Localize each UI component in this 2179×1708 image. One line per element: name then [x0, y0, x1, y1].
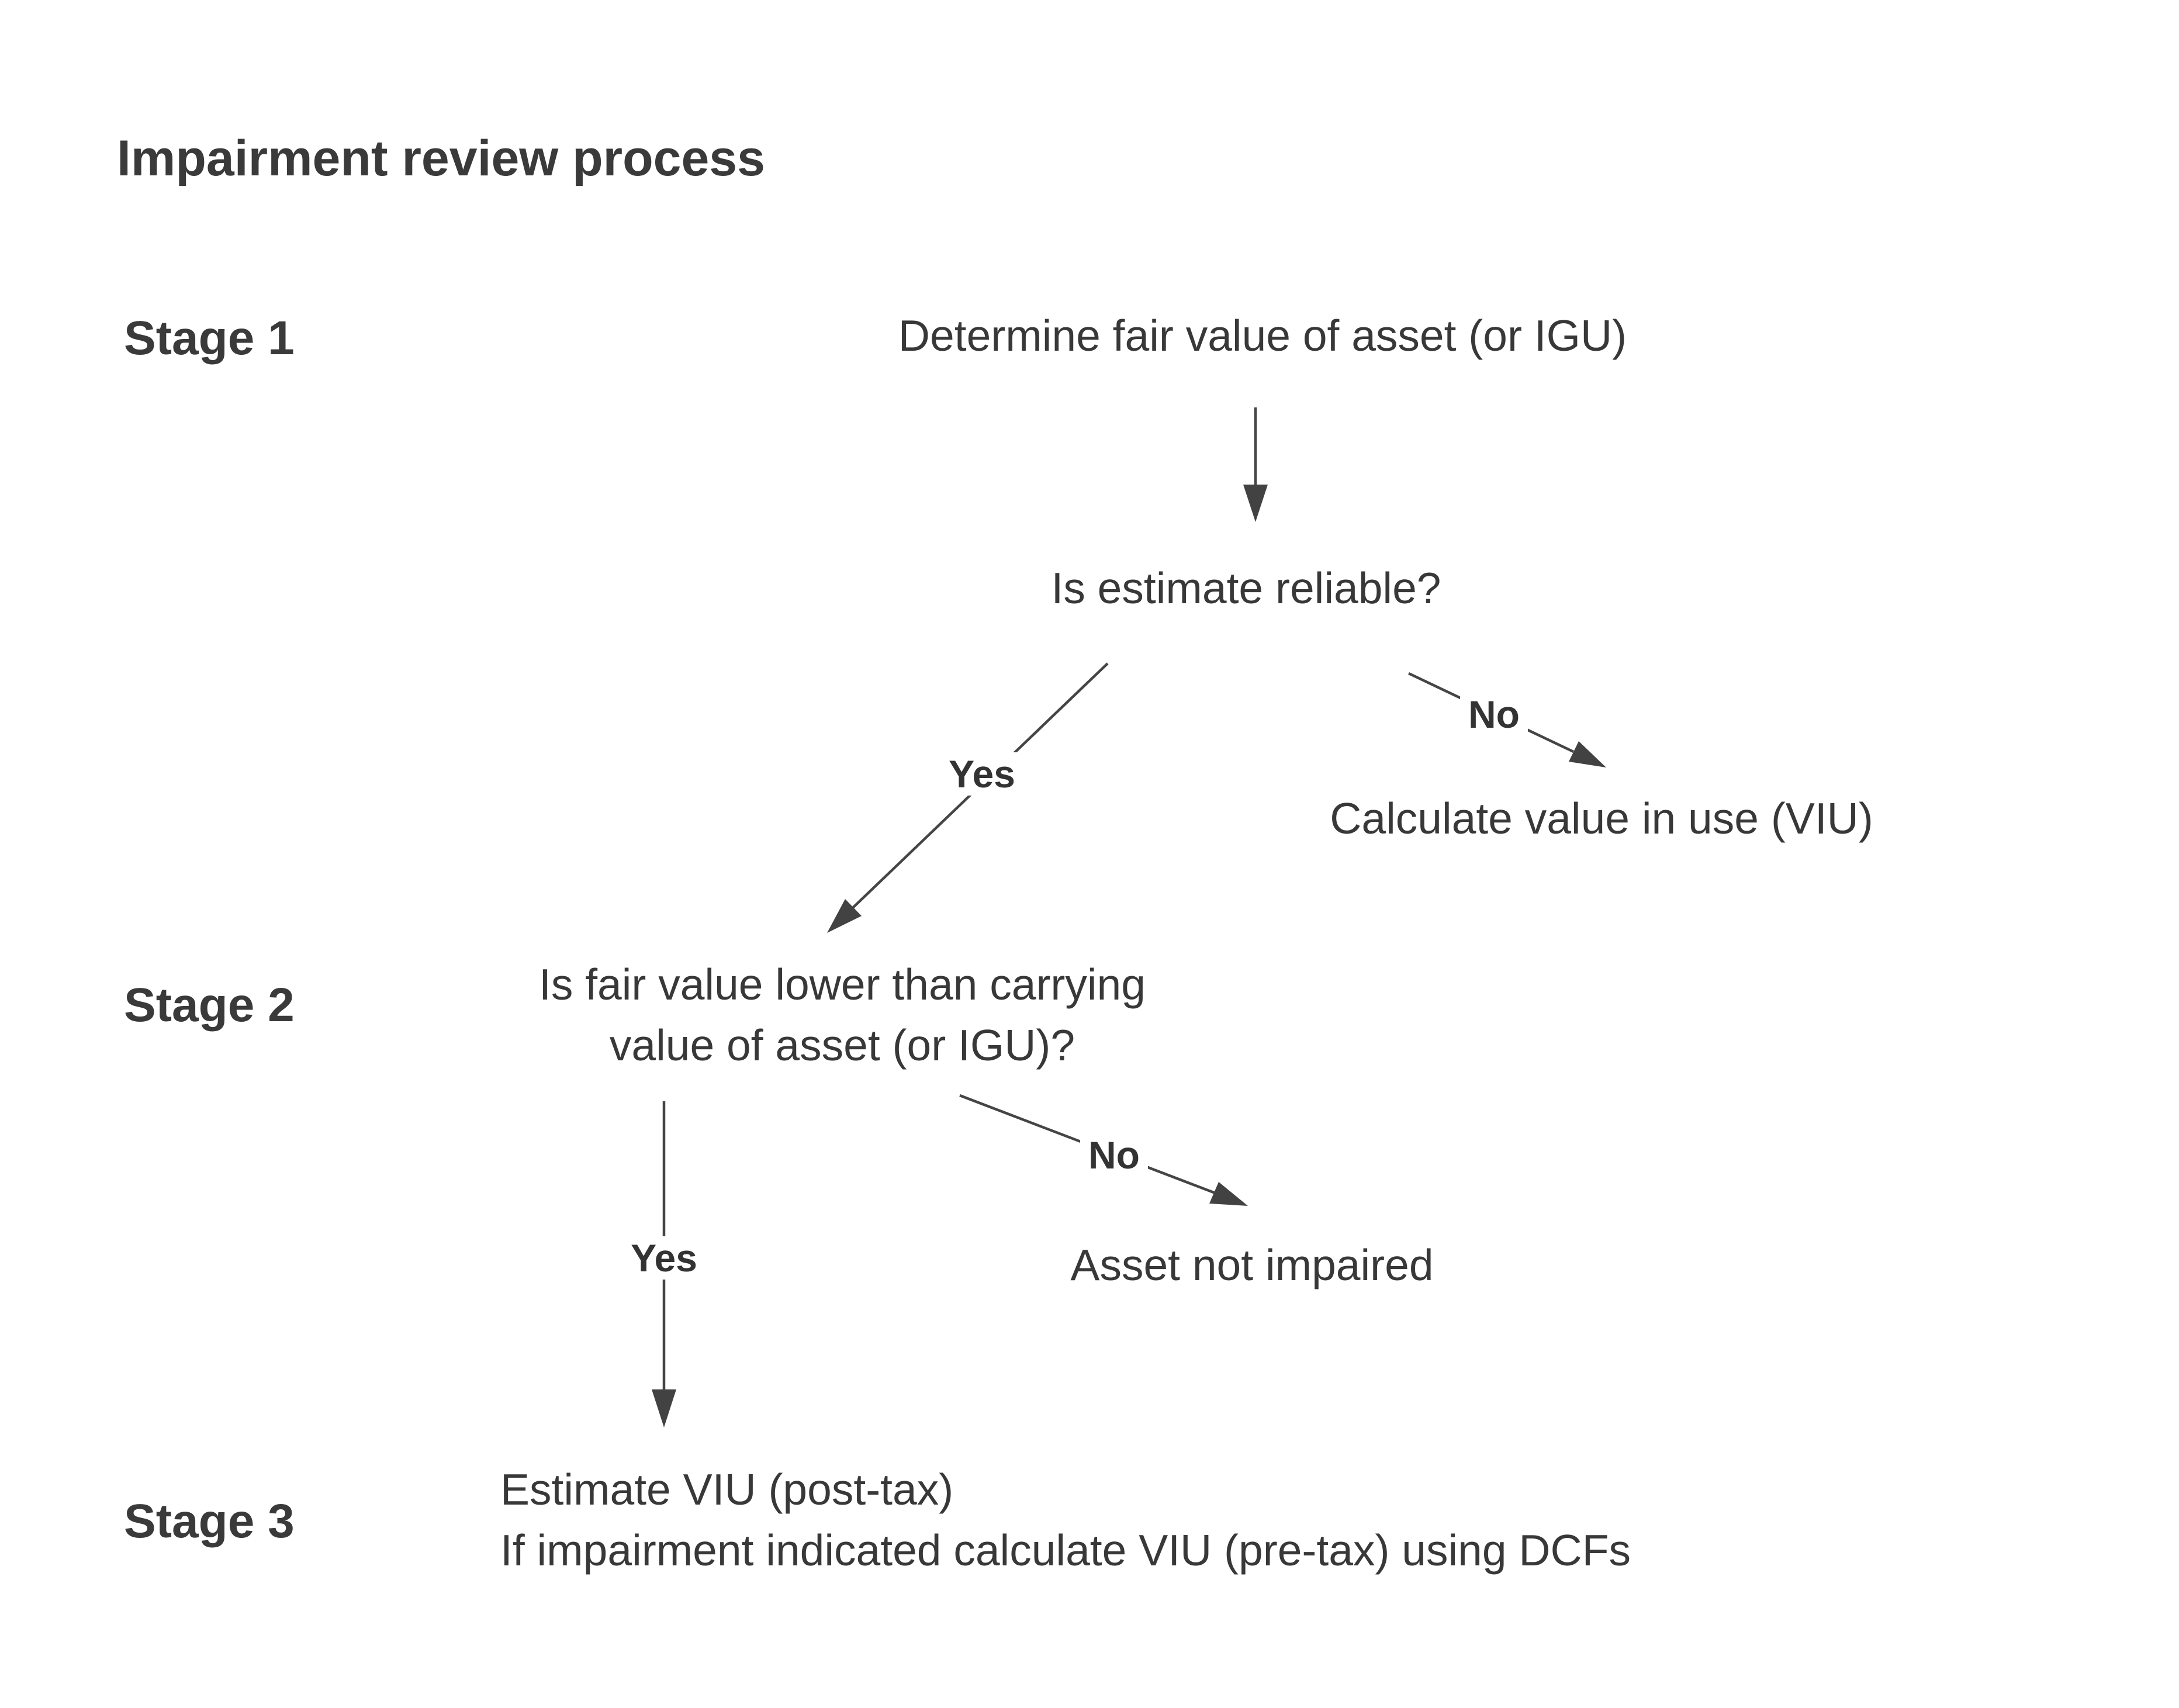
edge-label-yes-stage2: Yes — [622, 1236, 705, 1280]
edge-label-no-stage2: No — [1080, 1133, 1148, 1177]
node-fair-value-lower-line1: Is fair value lower than carrying — [539, 960, 1146, 1009]
arrow-down-icon — [1243, 407, 1268, 522]
node-estimate-viu-line1: Estimate VIU (post-tax) — [500, 1465, 954, 1514]
page-title: Impairment review process — [117, 130, 765, 186]
stage-1-label: Stage 1 — [124, 312, 295, 365]
node-fair-value-lower-question: Is fair value lower than carrying value … — [539, 954, 1146, 1076]
stage-3-label: Stage 3 — [124, 1495, 295, 1548]
node-is-estimate-reliable: Is estimate reliable? — [1051, 563, 1441, 613]
edge-label-yes-stage1: Yes — [940, 752, 1023, 796]
edge-label-no-stage1: No — [1460, 693, 1528, 736]
node-estimate-viu-line2: If impairment indicated calculate VIU (p… — [500, 1526, 1631, 1575]
arrow-yes-down-left-icon — [827, 662, 1109, 933]
node-calculate-viu: Calculate value in use (VIU) — [1330, 794, 1873, 843]
node-fair-value-lower-line2: value of asset (or IGU)? — [609, 1021, 1075, 1070]
node-estimate-viu: Estimate VIU (post-tax) If impairment in… — [500, 1459, 1631, 1581]
node-determine-fair-value: Determine fair value of asset (or IGU) — [898, 311, 1627, 360]
node-asset-not-impaired: Asset not impaired — [1070, 1240, 1434, 1289]
stage-2-label: Stage 2 — [124, 979, 295, 1032]
